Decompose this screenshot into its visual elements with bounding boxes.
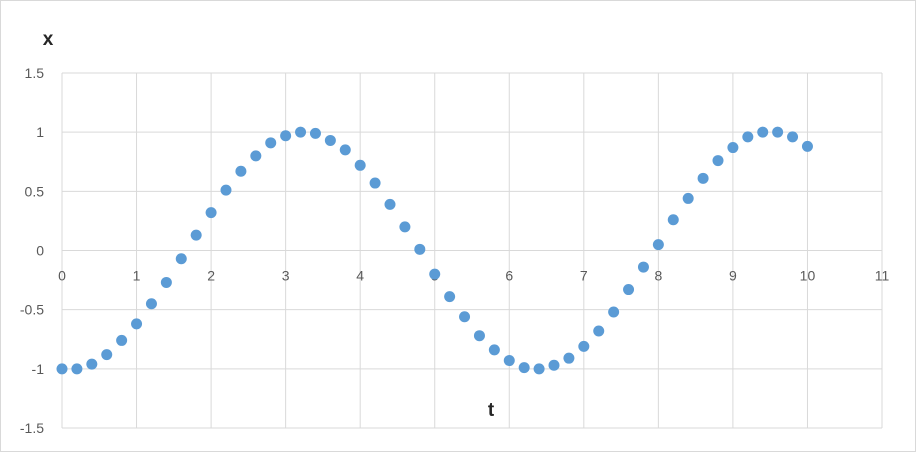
x-tick-label: 0 xyxy=(58,268,66,284)
data-point xyxy=(309,127,321,139)
data-point xyxy=(369,177,381,189)
data-point xyxy=(444,291,456,303)
y-tick-label: -1 xyxy=(32,361,45,377)
y-tick-label: -0.5 xyxy=(20,302,44,318)
x-tick-label: 3 xyxy=(282,268,290,284)
data-point xyxy=(384,198,396,210)
data-point xyxy=(339,144,351,156)
x-axis-title: t xyxy=(488,400,495,421)
data-point xyxy=(608,306,620,318)
data-point xyxy=(71,363,83,375)
data-point xyxy=(727,142,739,154)
x-tick-label: 4 xyxy=(356,268,364,284)
data-point xyxy=(473,330,485,342)
data-point xyxy=(429,268,441,280)
data-point xyxy=(637,261,649,273)
data-point xyxy=(399,221,411,233)
data-point xyxy=(280,130,292,142)
y-tick-label: 0.5 xyxy=(25,183,45,199)
y-tick-label: 0 xyxy=(36,243,44,259)
data-point xyxy=(116,334,128,346)
data-point xyxy=(548,359,560,371)
x-tick-label: 1 xyxy=(133,268,141,284)
data-point xyxy=(488,344,500,356)
data-point xyxy=(787,131,799,143)
data-point xyxy=(235,165,247,177)
data-point xyxy=(503,355,515,367)
horizontal-gridlines xyxy=(62,72,882,429)
data-point xyxy=(354,159,366,171)
data-point xyxy=(623,284,635,296)
data-point xyxy=(757,126,769,138)
data-point xyxy=(190,229,202,241)
data-point xyxy=(86,358,98,370)
data-point xyxy=(101,349,113,361)
data-point xyxy=(578,340,590,352)
data-point xyxy=(593,325,605,337)
data-point xyxy=(220,184,232,196)
data-point xyxy=(324,134,336,146)
data-point xyxy=(697,172,709,184)
y-tick-label: -1.5 xyxy=(20,420,44,436)
y-tick-label: 1.5 xyxy=(25,65,45,81)
x-tick-label: 2 xyxy=(207,268,215,284)
data-point xyxy=(295,126,307,138)
x-tick-label: 8 xyxy=(654,268,662,284)
data-point xyxy=(682,192,694,204)
data-point xyxy=(801,140,813,152)
data-point xyxy=(533,363,545,375)
y-tick-labels: 1.5 1 0.5 0 -0.5 -1 -1.5 xyxy=(20,65,44,436)
y-tick-label: 1 xyxy=(36,124,44,140)
x-tick-label: 10 xyxy=(800,268,816,284)
data-point xyxy=(563,352,575,364)
data-point xyxy=(772,126,784,138)
data-point xyxy=(265,137,277,149)
x-tick-label: 7 xyxy=(580,268,588,284)
data-point xyxy=(667,214,679,226)
x-tick-labels: 01234567891011 xyxy=(58,268,889,284)
data-point xyxy=(160,276,172,288)
x-tick-label: 11 xyxy=(875,268,890,284)
data-point xyxy=(414,243,426,255)
data-point xyxy=(652,239,664,251)
data-points xyxy=(56,126,813,375)
data-point xyxy=(175,253,187,265)
data-point xyxy=(56,363,68,375)
x-tick-label: 9 xyxy=(729,268,737,284)
data-point xyxy=(250,150,262,162)
y-axis-title: x xyxy=(43,29,54,50)
data-point xyxy=(712,155,724,167)
data-point xyxy=(205,207,217,219)
data-point xyxy=(459,311,471,323)
data-point xyxy=(145,298,157,310)
data-point xyxy=(518,362,530,374)
data-point xyxy=(131,318,143,330)
data-point xyxy=(742,131,754,143)
x-tick-label: 6 xyxy=(505,268,513,284)
